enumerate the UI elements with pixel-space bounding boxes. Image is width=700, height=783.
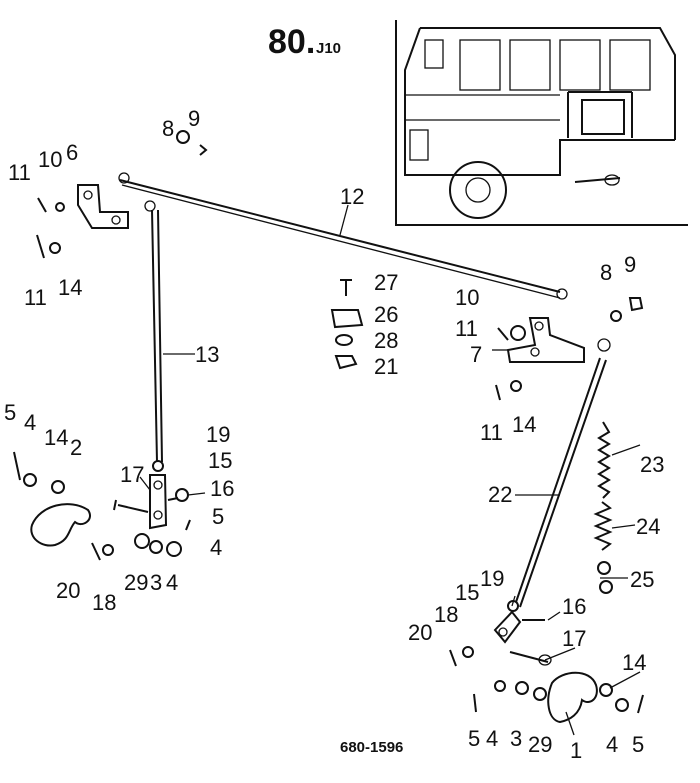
rod-13 bbox=[151, 209, 163, 463]
callout-11: 11 bbox=[480, 420, 503, 445]
bell-crank-right bbox=[495, 288, 644, 401]
callout-11: 11 bbox=[455, 316, 478, 341]
callout-24: 24 bbox=[636, 514, 660, 539]
callout-3: 3 bbox=[510, 726, 522, 751]
callout-7: 7 bbox=[470, 342, 482, 367]
callout-10: 10 bbox=[38, 147, 62, 172]
bell-crank-left bbox=[36, 130, 208, 259]
drawing-number: 680-1596 bbox=[340, 739, 403, 756]
callout-16: 16 bbox=[562, 594, 586, 619]
callout-4: 4 bbox=[24, 410, 36, 435]
callout-5: 5 bbox=[4, 400, 16, 425]
lever-assembly-right bbox=[449, 600, 644, 724]
callout-5: 5 bbox=[468, 726, 480, 751]
callout-12: 12 bbox=[340, 184, 364, 209]
callout-18: 18 bbox=[92, 590, 116, 615]
callout-8: 8 bbox=[600, 260, 612, 285]
callout-19: 19 bbox=[206, 422, 230, 447]
callout-4: 4 bbox=[486, 726, 498, 751]
callout-9: 9 bbox=[624, 252, 636, 277]
callout-11: 11 bbox=[24, 285, 47, 310]
callout-16: 16 bbox=[210, 476, 234, 501]
callout-4: 4 bbox=[606, 732, 618, 757]
callout-6: 6 bbox=[66, 140, 78, 165]
callout-4: 4 bbox=[166, 570, 178, 595]
callout-15: 15 bbox=[455, 580, 479, 605]
leader-lines bbox=[139, 204, 641, 736]
callout-27: 27 bbox=[374, 270, 398, 295]
callout-2: 2 bbox=[70, 435, 82, 460]
bushing-set bbox=[330, 279, 364, 370]
callout-10: 10 bbox=[455, 285, 479, 310]
diagram-title: 80. bbox=[268, 23, 315, 61]
callout-20: 20 bbox=[408, 620, 432, 645]
callout-4: 4 bbox=[210, 535, 222, 560]
spring-23 bbox=[597, 421, 611, 499]
callout-15: 15 bbox=[208, 448, 232, 473]
nuts-25 bbox=[597, 561, 613, 594]
callout-14: 14 bbox=[58, 275, 82, 300]
callout-17: 17 bbox=[562, 626, 586, 651]
callout-labels: 11 10 6 8 9 12 11 14 13 27 26 28 21 8 9 … bbox=[4, 106, 664, 763]
rod-12 bbox=[119, 179, 561, 293]
lever-assembly-left bbox=[13, 451, 191, 561]
callout-29: 29 bbox=[528, 732, 552, 757]
callout-14: 14 bbox=[44, 425, 68, 450]
callout-23: 23 bbox=[640, 452, 664, 477]
callout-5: 5 bbox=[632, 732, 644, 757]
callout-29: 29 bbox=[124, 570, 148, 595]
callout-13: 13 bbox=[195, 342, 219, 367]
rod-22 bbox=[514, 357, 607, 608]
diagram-subtitle: J10 bbox=[316, 40, 341, 57]
callout-19: 19 bbox=[480, 566, 504, 591]
callout-9: 9 bbox=[188, 106, 200, 131]
vehicle-inset bbox=[395, 20, 688, 226]
callout-1: 1 bbox=[570, 738, 582, 763]
callout-22: 22 bbox=[488, 482, 512, 507]
callout-17: 17 bbox=[120, 462, 144, 487]
callout-26: 26 bbox=[374, 302, 398, 327]
callout-8: 8 bbox=[162, 116, 174, 141]
callout-14: 14 bbox=[622, 650, 646, 675]
callout-18: 18 bbox=[434, 602, 458, 627]
callout-14: 14 bbox=[512, 412, 536, 437]
callout-28: 28 bbox=[374, 328, 398, 353]
callout-25: 25 bbox=[630, 567, 654, 592]
callout-21: 21 bbox=[374, 354, 398, 379]
callout-11: 11 bbox=[8, 160, 31, 185]
spring-24 bbox=[593, 501, 613, 551]
callout-3: 3 bbox=[150, 570, 162, 595]
callout-5: 5 bbox=[212, 504, 224, 529]
callout-20: 20 bbox=[56, 578, 80, 603]
